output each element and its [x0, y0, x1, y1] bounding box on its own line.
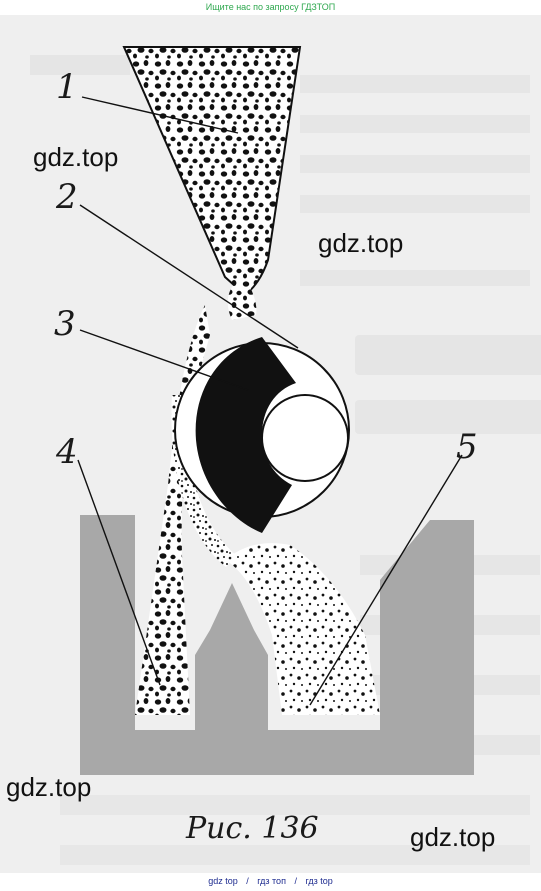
leader-4: [77, 459, 161, 686]
callout-3: 3: [54, 304, 76, 344]
footer-link[interactable]: гдз топ: [257, 876, 286, 886]
leader-2: [79, 204, 299, 349]
textbook-page: 1 2 3 4 5 Рис. 136 gdz.top gdz.top gdz.t…: [0, 15, 541, 873]
footer-separator: /: [246, 876, 249, 886]
magnet-segment: [195, 337, 296, 533]
callout-4: 4: [55, 432, 78, 472]
watermark: gdz.top: [318, 228, 404, 258]
footer-separator: /: [294, 876, 297, 886]
leader-3: [79, 329, 249, 391]
callout-2: 2: [55, 177, 78, 217]
footer-link[interactable]: gdz top: [208, 876, 238, 886]
hopper-neck: [227, 277, 257, 320]
callout-5: 5: [456, 427, 478, 467]
top-banner[interactable]: Ищите нас по запросу ГДЗТОП: [205, 2, 336, 12]
callout-1: 1: [56, 67, 78, 107]
separator-diagram: 1 2 3 4 5: [54, 46, 478, 775]
nonmagnetic-fraction-stream: [226, 543, 380, 715]
hopper: [122, 46, 302, 297]
watermark: gdz.top: [6, 772, 92, 802]
collection-bins: [80, 515, 474, 775]
background-text-bleed: [0, 15, 541, 873]
figure-caption: Рис. 136: [186, 811, 319, 846]
watermark: gdz.top: [410, 822, 496, 852]
leader-5: [309, 454, 463, 706]
leader-1: [81, 96, 239, 134]
drum-hub: [261, 394, 349, 482]
footer-link[interactable]: гдз top: [305, 876, 333, 886]
footer-links: gdz top / гдз топ / гдз top: [0, 874, 541, 888]
watermark: gdz.top: [33, 142, 119, 172]
